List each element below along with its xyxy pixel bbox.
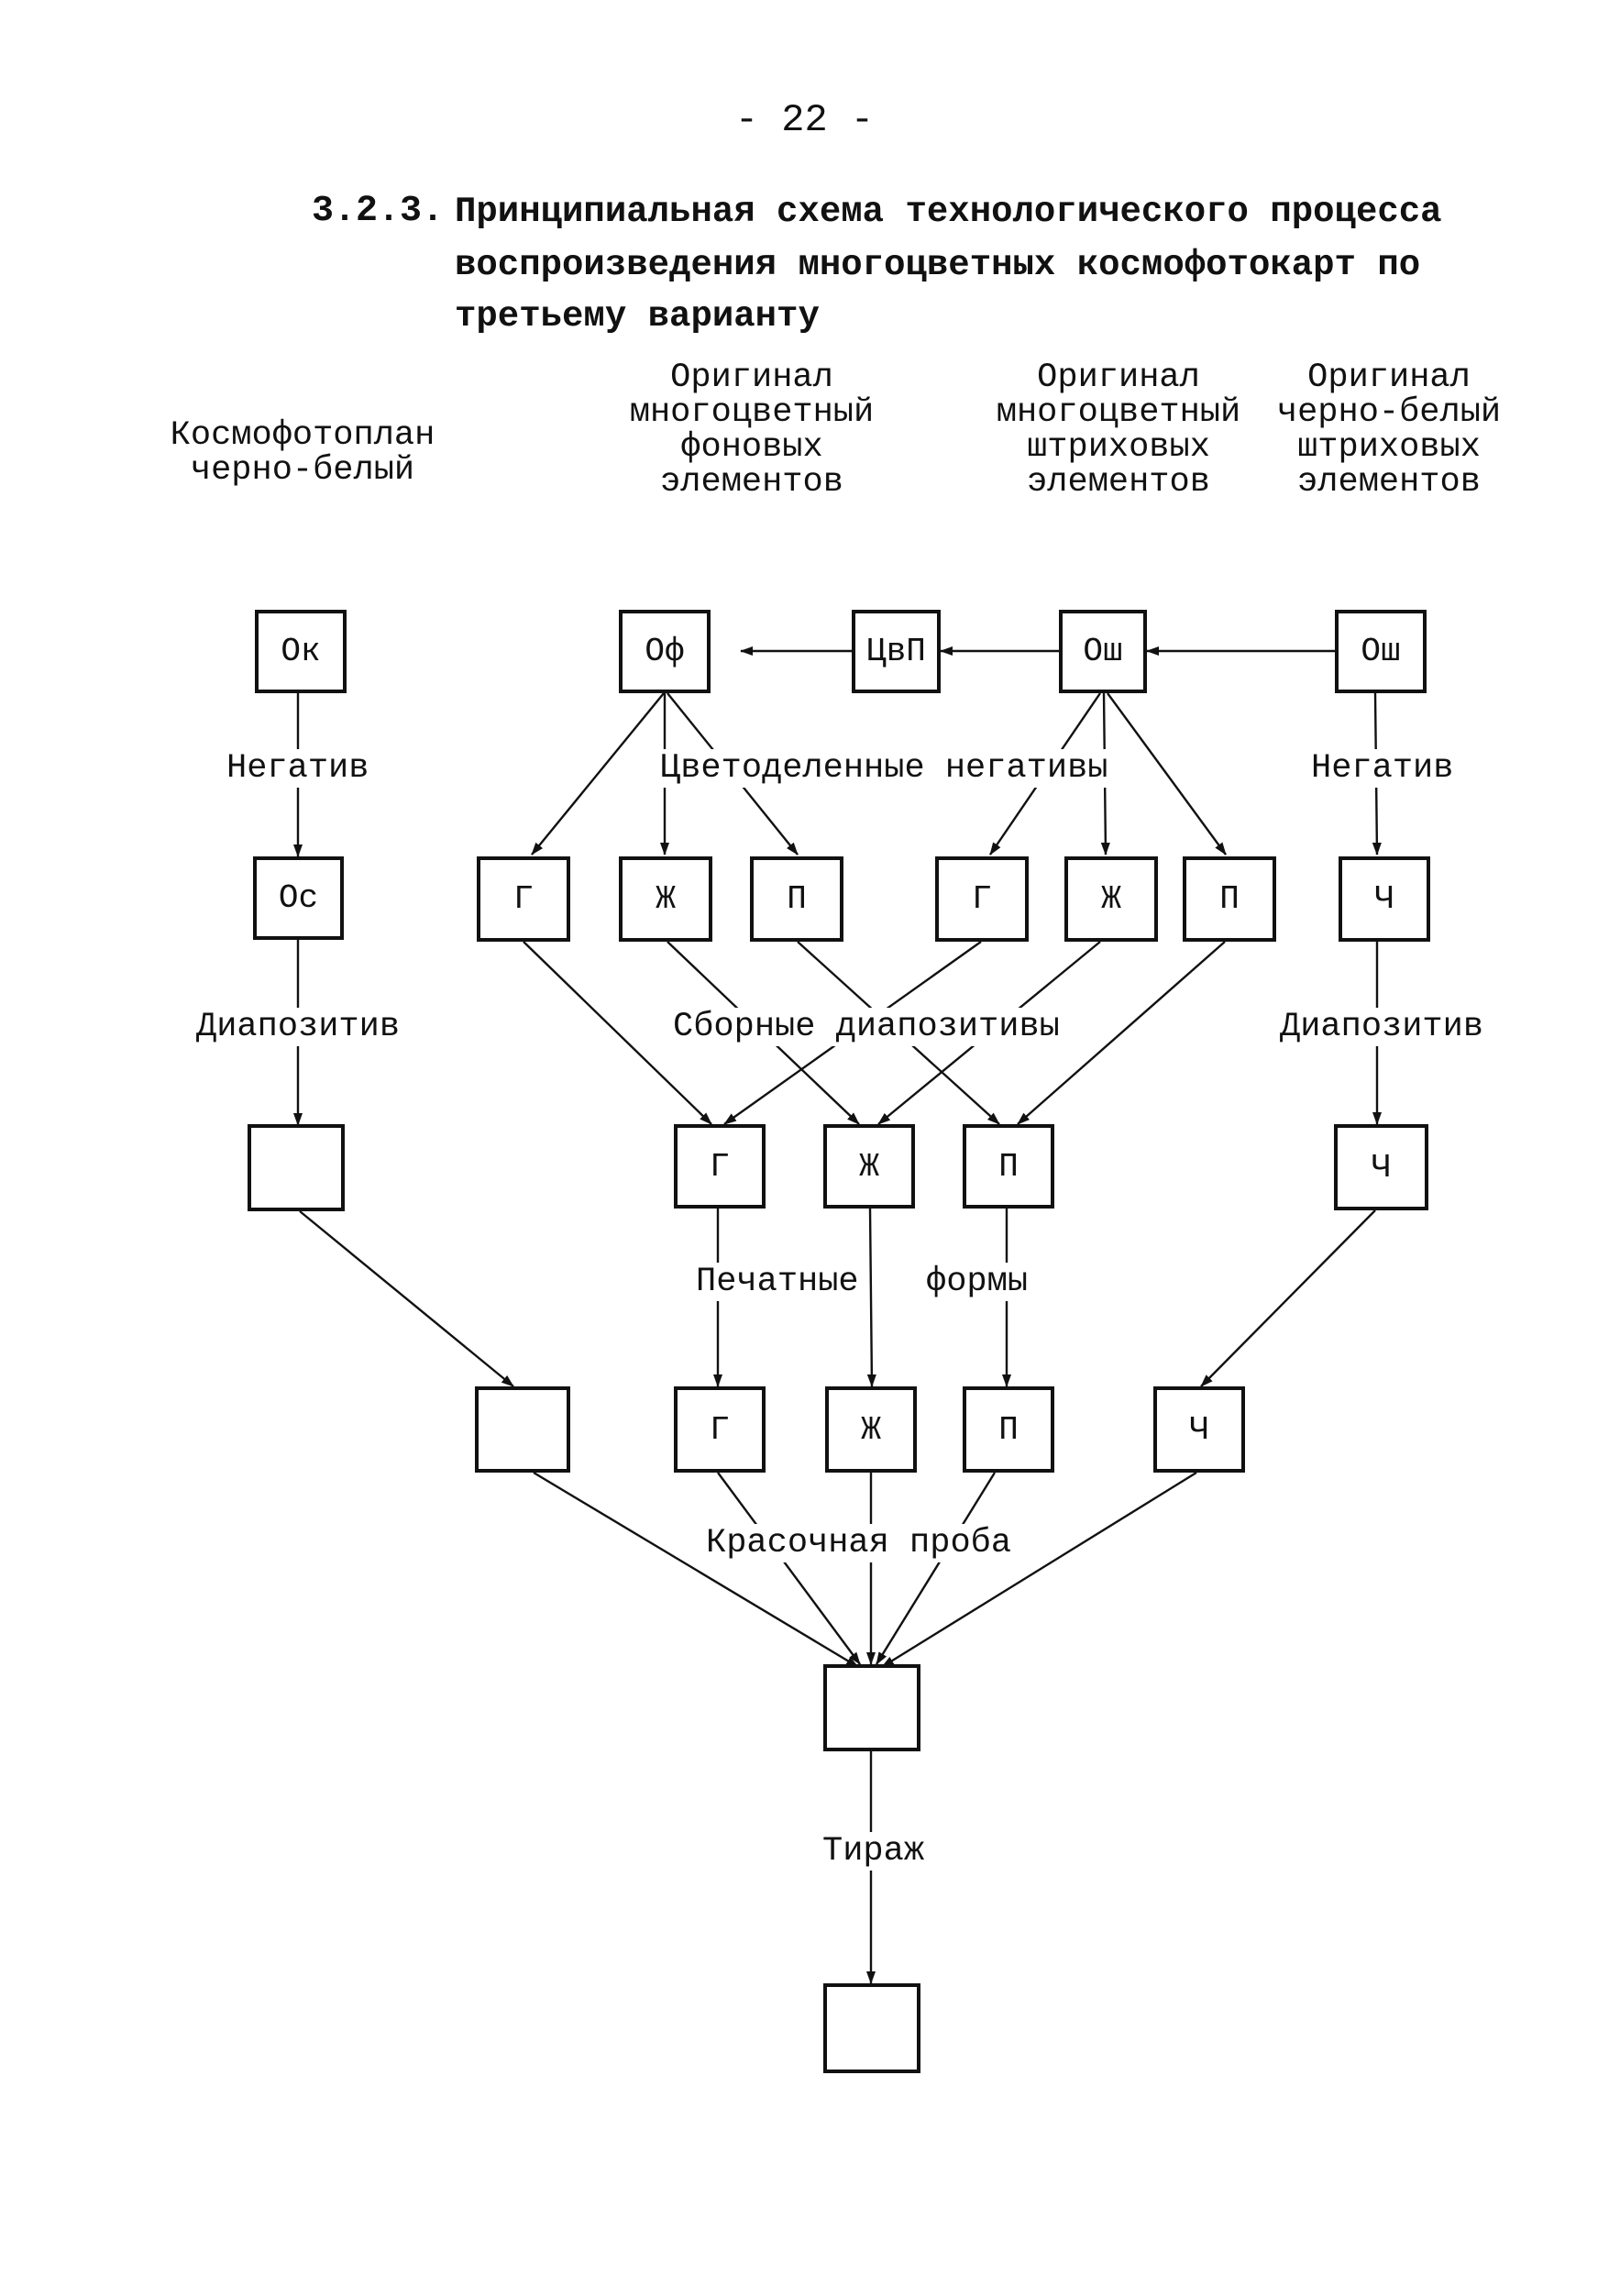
node-negative-g-background: Г bbox=[477, 856, 570, 942]
node-negative-p-background: П bbox=[750, 856, 843, 942]
source-header-line: многоцветный bbox=[996, 393, 1241, 432]
connector-form-g-to-proof bbox=[717, 1472, 861, 1665]
source-header-line-color-original: Оригинал многоцветный штриховых элементо… bbox=[953, 360, 1284, 500]
node-printing-form-ch: Ч bbox=[1153, 1386, 1245, 1473]
node-combined-diapositive-g: Г bbox=[674, 1124, 766, 1209]
connector-form-p-to-proof bbox=[875, 1472, 997, 1665]
node-negative-zh-background: Ж bbox=[619, 856, 712, 942]
source-header-line: Оригинал bbox=[670, 359, 833, 397]
source-header-cosmophotoplan: Космофотоплан черно-белый bbox=[138, 418, 468, 488]
source-header-line: штриховых bbox=[1027, 428, 1210, 467]
node-negative-zh-line: Ж bbox=[1064, 856, 1158, 942]
source-header-line: многоцветный bbox=[629, 393, 875, 432]
source-header-line: Оригинал bbox=[1307, 359, 1471, 397]
source-header-line: Оригинал bbox=[1037, 359, 1200, 397]
connector-form-left-to-proof bbox=[533, 1471, 859, 1669]
node-negative-ch: Ч bbox=[1339, 856, 1430, 942]
section-title-line-1: Принципиальная схема технологического пр… bbox=[455, 192, 1442, 232]
section-number: 3.2.3. bbox=[312, 191, 445, 232]
source-header-line: штриховых bbox=[1297, 428, 1481, 467]
label-negative-left: Негатив bbox=[225, 749, 371, 788]
node-printing-form-zh: Ж bbox=[825, 1386, 917, 1473]
node-combined-diapositive-zh: Ж bbox=[823, 1124, 915, 1209]
label-color-proof: Красочная проба bbox=[704, 1524, 1014, 1562]
source-header-background-original: Оригинал многоцветный фоновых элементов bbox=[605, 360, 898, 500]
node-print-run bbox=[823, 1983, 920, 2073]
node-os: Ос bbox=[253, 856, 344, 940]
connector-neg-g1-to-dia-g bbox=[523, 941, 712, 1125]
connector-neg-p2-to-dia-p bbox=[1017, 941, 1226, 1125]
source-header-line: черно-белый bbox=[190, 451, 415, 490]
label-printing-forms-word-1: Печатные bbox=[694, 1263, 861, 1301]
connector-dia-left-to-form-left bbox=[299, 1210, 514, 1387]
connector-osh1-to-neg-p2 bbox=[1107, 692, 1227, 855]
node-diapositive-ch: Ч bbox=[1334, 1124, 1428, 1210]
label-printing-forms-word-2: формы bbox=[924, 1263, 1030, 1301]
label-color-separated-negatives: Цветоделенные негативы bbox=[658, 749, 1110, 788]
source-header-line: элементов bbox=[660, 463, 843, 502]
source-header-line: черно-белый bbox=[1276, 393, 1502, 432]
node-printing-form-g: Г bbox=[674, 1386, 766, 1473]
node-color-proof bbox=[823, 1664, 920, 1751]
label-diapositive-right: Диапозитив bbox=[1278, 1008, 1486, 1046]
label-combined-diapositives: Сборные диапозитивы bbox=[671, 1008, 1062, 1046]
source-header-line: элементов bbox=[1027, 463, 1210, 502]
node-osh-multicolor: Ош bbox=[1059, 610, 1147, 693]
label-print-run: Тираж bbox=[821, 1832, 927, 1871]
connector-form-ch-to-proof bbox=[881, 1471, 1197, 1669]
connector-dia-zh-to-form-zh bbox=[866, 1208, 876, 1387]
node-cvp: ЦвП bbox=[852, 610, 941, 693]
page-number: - 22 - bbox=[734, 98, 875, 142]
node-printing-form-p: П bbox=[963, 1386, 1054, 1473]
source-header-line: элементов bbox=[1297, 463, 1481, 502]
node-negative-g-line: Г bbox=[935, 856, 1029, 942]
node-diapositive-left bbox=[248, 1124, 345, 1211]
node-ok: Ок bbox=[255, 610, 347, 693]
label-diapositive-left: Диапозитив bbox=[194, 1008, 402, 1046]
node-printing-form-left bbox=[475, 1386, 570, 1473]
node-osh-bw: Ош bbox=[1335, 610, 1427, 693]
source-header-line-bw-original: Оригинал черно-белый штриховых элементов bbox=[1238, 360, 1540, 500]
connector-dia-ch-to-form-ch bbox=[1200, 1209, 1376, 1387]
source-header-line: Космофотоплан bbox=[170, 416, 435, 455]
node-negative-p-line: П bbox=[1183, 856, 1276, 942]
node-of: Оф bbox=[619, 610, 711, 693]
source-header-line: фоновых bbox=[680, 428, 823, 467]
node-combined-diapositive-p: П bbox=[963, 1124, 1054, 1209]
section-title-line-2: воспроизведения многоцветных космофотока… bbox=[455, 245, 1421, 285]
connector-of-to-neg-g1 bbox=[531, 692, 665, 855]
section-title-line-3: третьему варианту bbox=[455, 296, 820, 337]
label-negative-right: Негатив bbox=[1309, 749, 1456, 788]
